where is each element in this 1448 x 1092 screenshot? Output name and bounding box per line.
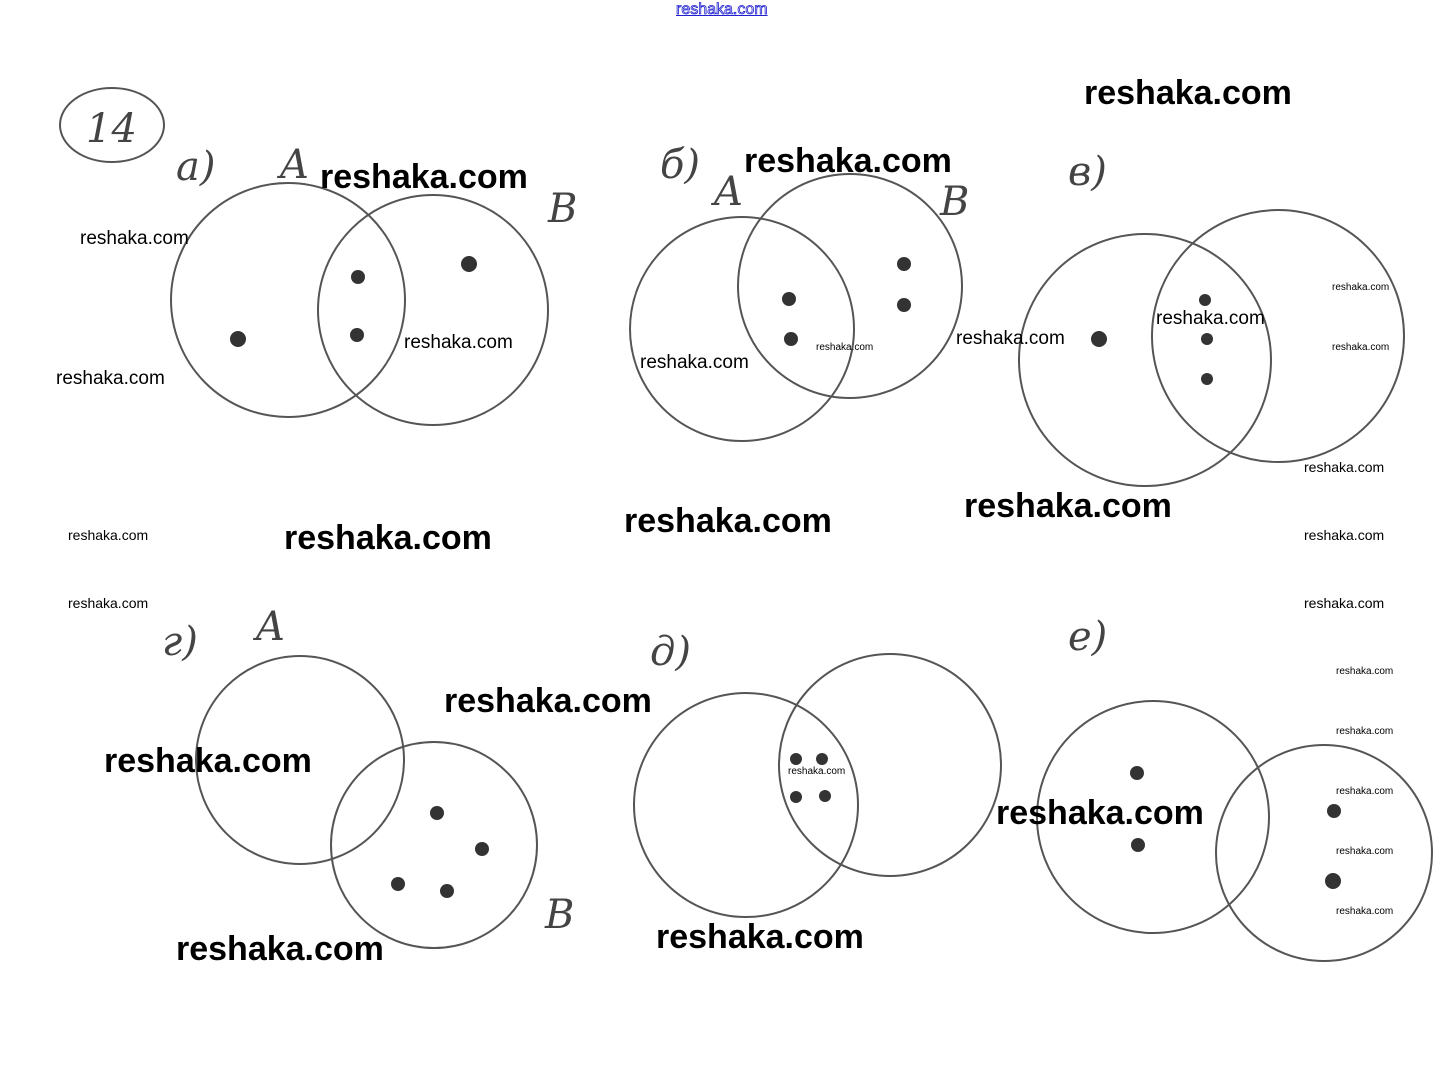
dot	[790, 753, 802, 765]
set-a-label: A	[276, 142, 309, 188]
circle-a	[195, 655, 405, 865]
circle-a	[1018, 233, 1272, 487]
watermark: reshaka.com	[1332, 282, 1389, 293]
dot	[1199, 294, 1211, 306]
watermarks: reshaka.com reshaka.com reshaka.com resh…	[56, 74, 1393, 968]
watermark: reshaka.com	[1336, 846, 1393, 857]
part-label: в)	[1068, 149, 1107, 195]
set-a-label: A	[710, 169, 743, 215]
watermark: reshaka.com	[996, 794, 1204, 832]
watermark: reshaka.com	[68, 527, 148, 543]
problem-number: 14	[86, 106, 137, 152]
dot	[350, 328, 364, 342]
watermark: reshaka.com	[80, 228, 189, 249]
watermark: reshaka.com	[656, 918, 864, 956]
dot	[897, 257, 911, 271]
set-b-label: B	[544, 892, 574, 938]
diagram-g: г) A B	[162, 604, 574, 949]
dot	[1091, 331, 1107, 347]
circle-b	[330, 741, 538, 949]
dot	[440, 884, 454, 898]
dot	[475, 842, 489, 856]
dot	[784, 332, 798, 346]
watermark: reshaka.com	[1336, 726, 1393, 737]
dot	[351, 270, 365, 284]
watermark: reshaka.com	[1084, 74, 1292, 112]
header-link[interactable]: reshaka.com	[676, 1, 768, 19]
dot	[782, 292, 796, 306]
watermark: reshaka.com	[744, 142, 952, 180]
diagram-a: а) A B	[170, 142, 577, 426]
circle-b	[1151, 209, 1405, 463]
dot	[461, 256, 477, 272]
diagram-b: б) A B	[629, 142, 969, 442]
watermark: reshaka.com	[176, 930, 384, 968]
dot	[1130, 766, 1144, 780]
circle-a	[170, 182, 406, 418]
watermark: reshaka.com	[284, 519, 492, 557]
dot	[790, 791, 802, 803]
watermark: reshaka.com	[1156, 308, 1265, 329]
dot	[819, 790, 831, 802]
circle-b	[778, 653, 1002, 877]
circle-a	[629, 216, 855, 442]
dot	[897, 298, 911, 312]
watermark: reshaka.com	[1304, 527, 1384, 543]
watermark: reshaka.com	[964, 487, 1172, 525]
dot	[1201, 373, 1213, 385]
problem-number-circle	[59, 87, 165, 163]
part-label: г)	[162, 619, 198, 665]
watermark: reshaka.com	[104, 742, 312, 780]
watermark: reshaka.com	[320, 158, 528, 196]
diagram-e: е)	[1036, 614, 1433, 962]
diagram-v: в)	[1018, 149, 1405, 487]
watermark: reshaka.com	[68, 595, 148, 611]
diagram-d: д)	[633, 629, 1002, 918]
watermark: reshaka.com	[816, 342, 873, 353]
dot	[230, 331, 246, 347]
part-label: а)	[176, 144, 215, 190]
set-b-label: B	[547, 186, 577, 232]
part-label: е)	[1068, 614, 1107, 660]
watermark: reshaka.com	[1336, 666, 1393, 677]
watermark: reshaka.com	[788, 766, 845, 777]
watermark: reshaka.com	[1336, 786, 1393, 797]
dot	[391, 877, 405, 891]
watermark: reshaka.com	[1336, 906, 1393, 917]
circle-a	[633, 692, 859, 918]
watermark: reshaka.com	[640, 352, 749, 373]
circle-b	[737, 173, 963, 399]
dot	[816, 753, 828, 765]
watermark: reshaka.com	[1304, 595, 1384, 611]
set-b-label: B	[939, 179, 969, 225]
watermark: reshaka.com	[956, 328, 1065, 349]
circle-b	[1215, 744, 1433, 962]
circle-a	[1036, 700, 1270, 934]
dot	[1325, 873, 1341, 889]
watermark: reshaka.com	[444, 682, 652, 720]
dot	[1327, 804, 1341, 818]
dot	[1201, 333, 1213, 345]
dot	[1131, 838, 1145, 852]
set-a-label: A	[252, 604, 285, 650]
circle-b	[317, 194, 549, 426]
watermark: reshaka.com	[624, 502, 832, 540]
watermark: reshaka.com	[56, 368, 165, 389]
dot	[430, 806, 444, 820]
part-label: б)	[660, 142, 700, 188]
part-label: д)	[650, 629, 691, 675]
watermark: reshaka.com	[1332, 342, 1389, 353]
watermark: reshaka.com	[1304, 459, 1384, 475]
watermark: reshaka.com	[404, 332, 513, 353]
